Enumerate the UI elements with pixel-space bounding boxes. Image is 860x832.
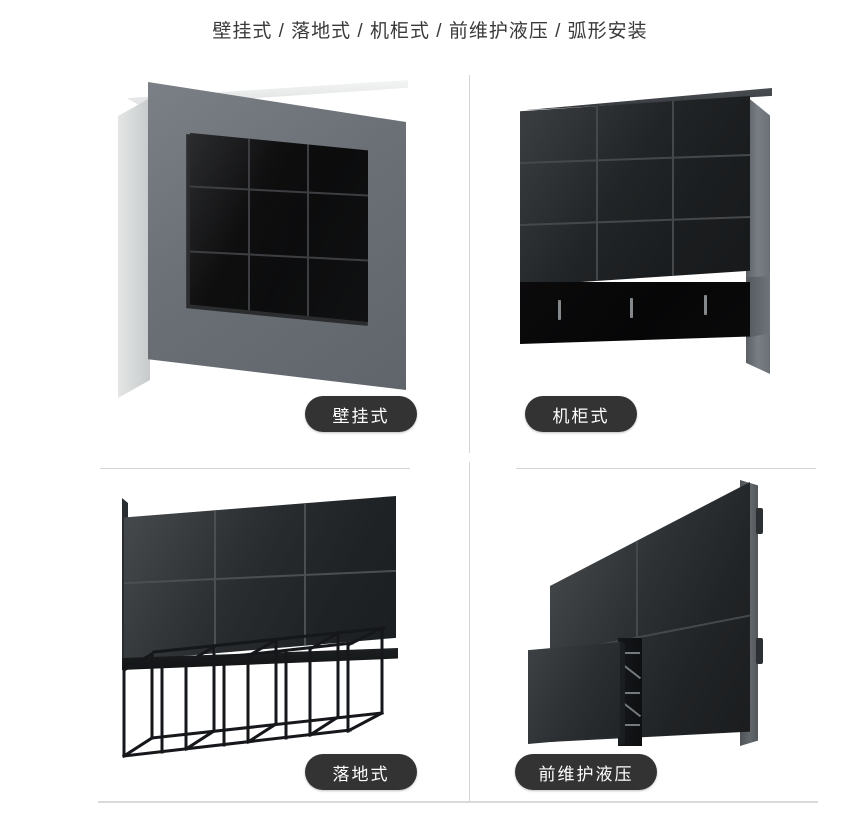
badge-floor-stand[interactable]: 落地式 <box>305 754 417 790</box>
cabinet-handle-icon <box>630 298 633 318</box>
cabinet-base-side <box>746 276 770 338</box>
open-maintenance-panel <box>528 642 620 744</box>
badge-front-maintenance-hydraulic[interactable]: 前维护液压 <box>515 754 657 790</box>
screen-seam-vertical <box>596 96 598 286</box>
video-wall-screens <box>520 96 750 286</box>
header: 壁挂式 / 落地式 / 机柜式 / 前维护液压 / 弧形安装 <box>0 0 860 58</box>
cabinet-handle-icon <box>704 295 707 315</box>
divider-bottom-rule <box>98 801 818 803</box>
open-panel-hinge-edge <box>618 640 625 746</box>
screen-gloss <box>190 132 368 322</box>
header-title: 壁挂式 / 落地式 / 机柜式 / 前维护液压 / 弧形安装 <box>212 20 648 42</box>
screen-gloss <box>124 496 396 661</box>
badge-wall-mount[interactable]: 壁挂式 <box>305 396 417 432</box>
screen-seam-vertical <box>307 132 309 322</box>
divider-horizontal-right <box>516 468 816 469</box>
panel-floor-stand <box>100 480 460 800</box>
illustration-cabinet <box>490 70 820 450</box>
panel-wall-mount <box>100 70 460 450</box>
divider-horizontal-left <box>100 468 410 469</box>
video-wall-screens <box>190 132 368 322</box>
cabinet-handle-icon <box>558 300 561 320</box>
screen-gloss <box>520 96 750 286</box>
divider-vertical-bottom <box>469 462 470 802</box>
floor-stand-frame <box>121 625 386 759</box>
wall-side-face <box>118 98 150 398</box>
divider-vertical-top <box>469 75 470 453</box>
panel-front-maintenance-hydraulic <box>490 470 820 800</box>
panel-cabinet <box>490 70 820 450</box>
screen-seam-vertical <box>248 132 250 322</box>
mounting-tab-icon <box>756 638 763 664</box>
truss-brace <box>620 652 640 654</box>
mounting-tab-icon <box>756 508 763 534</box>
truss-brace <box>620 692 640 694</box>
cabinet-base <box>520 282 750 344</box>
screen-seam-vertical <box>672 96 674 286</box>
illustration-hydraulic <box>490 470 820 800</box>
illustration-floor-stand <box>100 480 460 800</box>
video-wall-screens <box>124 496 396 661</box>
badge-cabinet[interactable]: 机柜式 <box>525 396 637 432</box>
illustration-wall-mount <box>100 70 460 450</box>
truss-brace <box>620 724 640 726</box>
